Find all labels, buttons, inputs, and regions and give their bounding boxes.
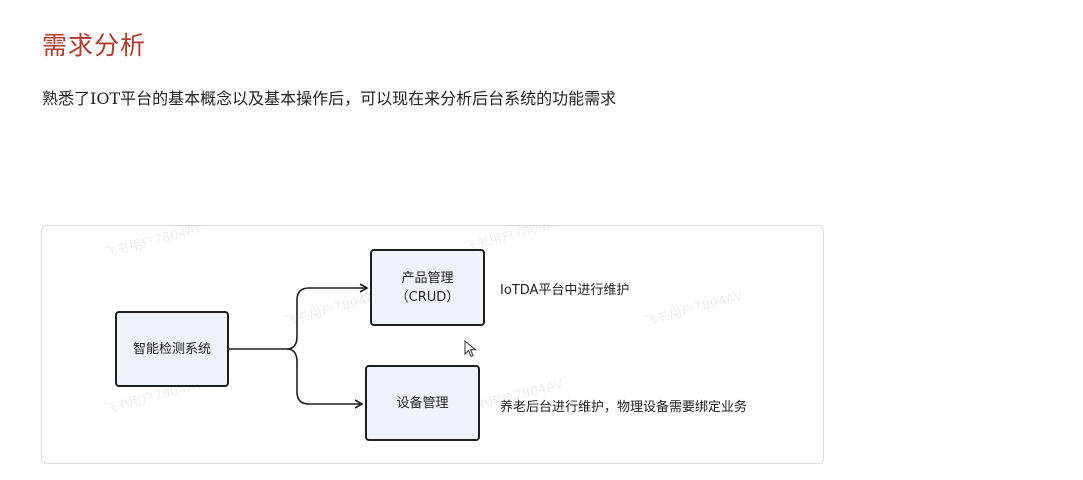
connector-to-product	[286, 283, 369, 350]
node-sublabel: （CRUD）	[395, 289, 460, 305]
intro-paragraph: 熟悉了IOT平台的基本概念以及基本操作后，可以现在来分析后台系统的功能需求	[42, 89, 617, 108]
diagram-panel: 飞书用户7804AV 飞书用户7804AV 飞书用户7804AV 飞书用户780…	[41, 225, 824, 464]
note-device: 养老后台进行维护，物理设备需要绑定业务	[500, 400, 748, 415]
pointer-arrow-icon	[464, 340, 477, 358]
node-label: 智能检测系统	[132, 341, 211, 357]
connector-lines	[229, 283, 369, 409]
node-label: 产品管理	[401, 270, 454, 286]
node-smart-monitor-system: 智能检测系统	[115, 311, 229, 387]
note-product: IoTDA平台中进行维护	[500, 283, 630, 298]
connector-to-device	[286, 348, 364, 409]
node-product-management: 产品管理 （CRUD）	[370, 249, 485, 326]
node-label: 设备管理	[396, 395, 449, 411]
page-title: 需求分析	[42, 31, 147, 60]
node-device-management: 设备管理	[365, 365, 480, 441]
